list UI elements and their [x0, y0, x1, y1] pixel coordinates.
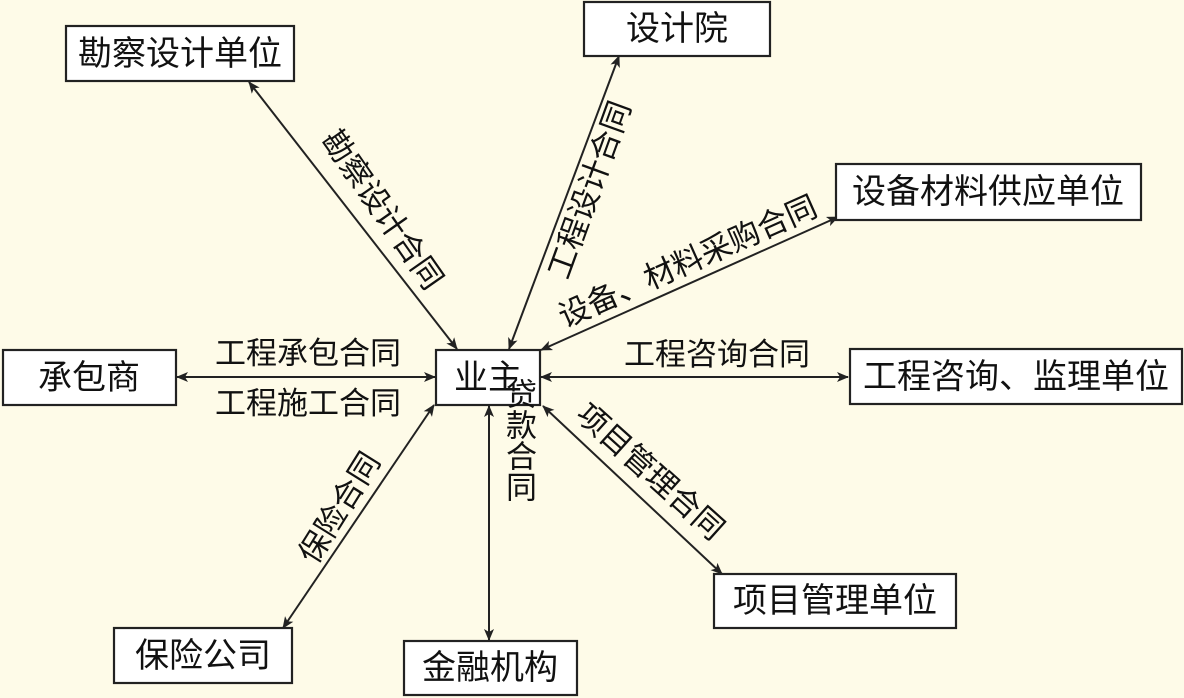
- label-contracting-contract: 工程承包合同: [215, 336, 401, 372]
- edge-owner-equipment-supplier: [540, 216, 839, 351]
- label-loan-contract: 贷款合同: [500, 378, 537, 502]
- node-consulting-unit: 工程咨询、监理单位: [848, 347, 1184, 406]
- edge-owner-project-management: [542, 405, 723, 575]
- node-project-management-unit-label: 项目管理单位: [733, 581, 937, 621]
- label-insurance-contract: 保险合同: [292, 446, 388, 570]
- node-finance-institution-label: 金融机构: [422, 648, 558, 688]
- node-contractor-label: 承包商: [38, 358, 140, 398]
- label-consulting-contract: 工程咨询合同: [624, 337, 810, 373]
- edge-owner-insurance: [282, 404, 435, 629]
- node-owner: 业主: [434, 348, 542, 407]
- label-survey-design-contract: 勘察设计合同: [314, 123, 450, 296]
- label-engineering-design-contract: 工程设计合同: [541, 96, 638, 283]
- node-design-institute-label: 设计院: [626, 9, 728, 49]
- edge-owner-survey-design: [248, 81, 458, 350]
- node-consulting-unit-label: 工程咨询、监理单位: [863, 357, 1169, 397]
- label-construction-contract: 工程施工合同: [215, 386, 401, 422]
- node-insurance-company-label: 保险公司: [135, 636, 271, 676]
- node-equipment-supplier: 设备材料供应单位: [834, 162, 1143, 222]
- node-design-institute: 设计院: [582, 0, 772, 58]
- node-survey-design-unit-label: 勘察设计单位: [78, 34, 282, 74]
- node-insurance-company: 保险公司: [112, 626, 294, 685]
- node-project-management-unit: 项目管理单位: [712, 572, 958, 630]
- node-owner-label: 业主: [454, 358, 522, 398]
- edge-owner-design-institute: [508, 55, 620, 350]
- node-contractor: 承包商: [1, 348, 178, 407]
- node-finance-institution: 金融机构: [402, 639, 579, 697]
- label-project-management-contract: 项目管理合同: [569, 396, 731, 547]
- node-survey-design-unit: 勘察设计单位: [64, 24, 296, 83]
- node-equipment-supplier-label: 设备材料供应单位: [852, 172, 1124, 212]
